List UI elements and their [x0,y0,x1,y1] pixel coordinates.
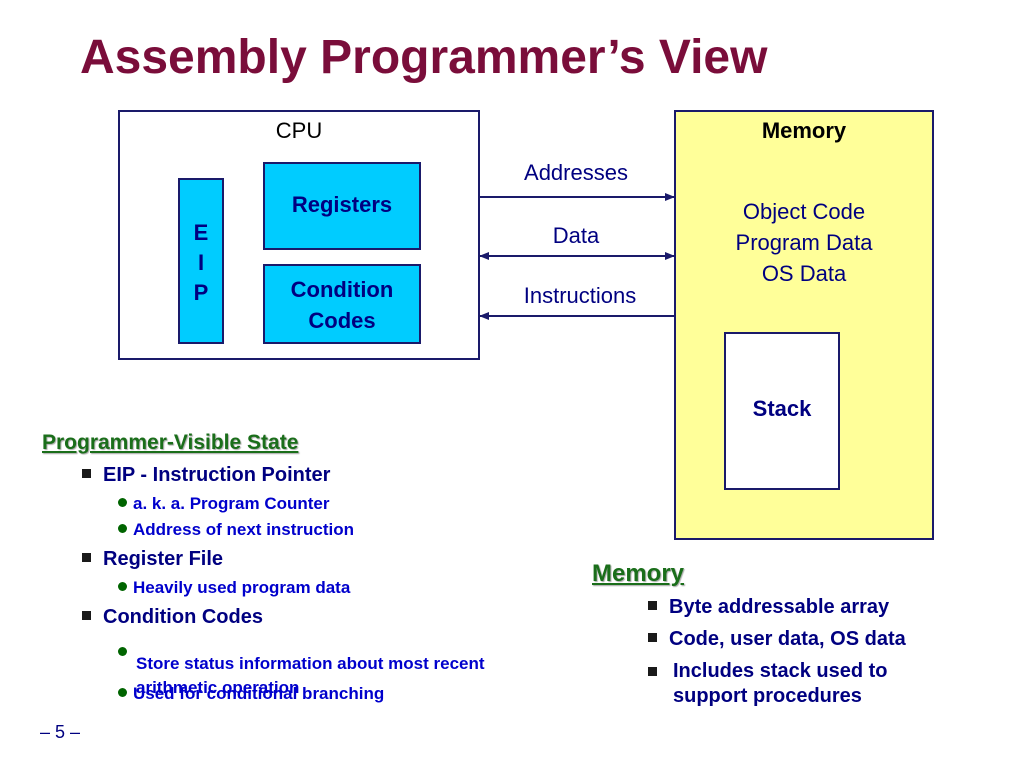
condition-codes-box [263,264,421,344]
state-subitem-label: Store status information about most rece… [136,654,485,697]
square-bullet-icon [82,611,91,621]
state-item: Condition Codes [82,606,263,629]
state-item-label: EIP - Instruction Pointer [103,464,331,486]
eip-box [178,178,224,344]
state-item-label: Condition Codes [103,606,263,628]
dot-bullet-icon [118,647,127,657]
eip-label: E I P [178,218,224,308]
state-subitem: Heavily used program data [118,576,350,600]
stack-box [724,332,840,490]
registers-box [263,162,421,250]
state-item: EIP - Instruction Pointer [82,464,330,487]
state-subitem: Used for conditional branching [118,682,384,706]
state-subitem: Store status information about most rece… [118,634,558,700]
state-heading: Programmer-Visible State [42,431,299,454]
memory-note-item: Byte addressable array [648,596,889,619]
page-number: – 5 – [40,722,81,742]
cpu-label: CPU [275,118,323,143]
memory-note-label: Includes stack used to support procedure… [673,660,888,707]
memory-note-item: Includes stack used to support procedure… [648,659,948,709]
state-subitem-label: a. k. a. Program Counter [133,494,330,513]
registers-label: Registers [291,192,393,217]
memory-note-label: Byte addressable array [669,596,890,618]
state-item-label: Register File [103,548,224,570]
memory-note-label: Code, user data, OS data [669,628,906,650]
memory-content-item: Program Data [735,230,873,255]
dot-bullet-icon [118,582,127,592]
memory-contents: Object Code Program Data OS Data [674,196,934,289]
state-subitem: a. k. a. Program Counter [118,492,330,516]
memory-note-item: Code, user data, OS data [648,628,906,651]
dot-bullet-icon [118,688,127,698]
square-bullet-icon [648,633,657,643]
memory-content-item: OS Data [761,261,847,286]
dot-bullet-icon [118,498,127,508]
memory-content-item: Object Code [742,199,866,224]
eip-letter: I [197,250,205,275]
condition-codes-label: Condition Codes [263,274,421,336]
data-label: Data [552,223,600,248]
square-bullet-icon [82,553,91,563]
state-subitem-label: Used for conditional branching [133,684,385,703]
memory-label: Memory [761,118,847,143]
condition-codes-line: Condition [290,277,394,302]
instructions-label: Instructions [523,283,637,308]
state-subitem: Address of next instruction [118,518,354,542]
state-subitem-label: Address of next instruction [133,520,355,539]
square-bullet-icon [648,667,657,676]
eip-letter: E [193,220,209,245]
slide-title: Assembly Programmer’s View [80,31,768,84]
dot-bullet-icon [118,524,127,534]
eip-letter: P [193,280,209,305]
addresses-label: Addresses [524,160,628,185]
memory-notes-heading: Memory [592,560,685,587]
square-bullet-icon [82,469,91,479]
stack-label: Stack [752,396,812,421]
state-item: Register File [82,548,223,571]
condition-codes-line: Codes [308,308,376,333]
square-bullet-icon [648,601,657,611]
state-subitem-label: Heavily used program data [133,578,351,597]
